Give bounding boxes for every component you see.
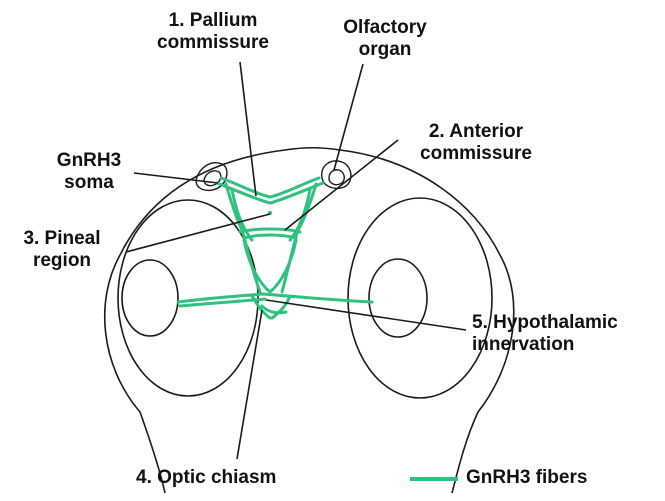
right-olfactory-organ (322, 161, 351, 188)
pallium-leader (240, 62, 256, 196)
pallium-commissure-label: 1. Pallium commissure (138, 10, 288, 54)
pineal-region-label: 3. Pineal region (4, 228, 120, 272)
left-eye (118, 200, 258, 396)
legend-label: GnRH3 fibers (466, 467, 587, 489)
optic-leader (237, 310, 262, 459)
hypothalamic-leader (266, 300, 466, 330)
right-eye (348, 198, 492, 398)
olfactory-organ-label: Olfactory organ (330, 17, 440, 61)
optic-label: 4. Optic chiasm (136, 467, 276, 489)
optic-chiasm-label: 4. Optic chiasm (136, 467, 276, 489)
anterior-label-line2: commissure (401, 143, 551, 165)
pallium-label-line1: 1. Pallium (138, 10, 288, 32)
anterior-commissure-label: 2. Anterior commissure (401, 121, 551, 165)
pineal-label-line2: region (4, 250, 120, 272)
soma-label-line2: soma (44, 172, 134, 194)
pallium-label-line2: commissure (138, 32, 288, 54)
olfactory-label-line1: Olfactory (330, 17, 440, 39)
olfactory-label-line2: organ (330, 39, 440, 61)
pineal-label-line1: 3. Pineal (4, 228, 120, 250)
anterior-label-line1: 2. Anterior (401, 121, 551, 143)
legend-text: GnRH3 fibers (466, 467, 587, 489)
olfactory-leader (334, 64, 363, 170)
hypothalamic-label-line2: innervation (472, 334, 662, 356)
gnrh3-soma-label: GnRH3 soma (44, 150, 134, 194)
hypothalamic-innervation-label: 5. Hypothalamic innervation (472, 312, 662, 356)
soma-label-line1: GnRH3 (44, 150, 134, 172)
gnrh3-fibers (178, 178, 372, 318)
hypothalamic-label-line1: 5. Hypothalamic (472, 312, 662, 334)
